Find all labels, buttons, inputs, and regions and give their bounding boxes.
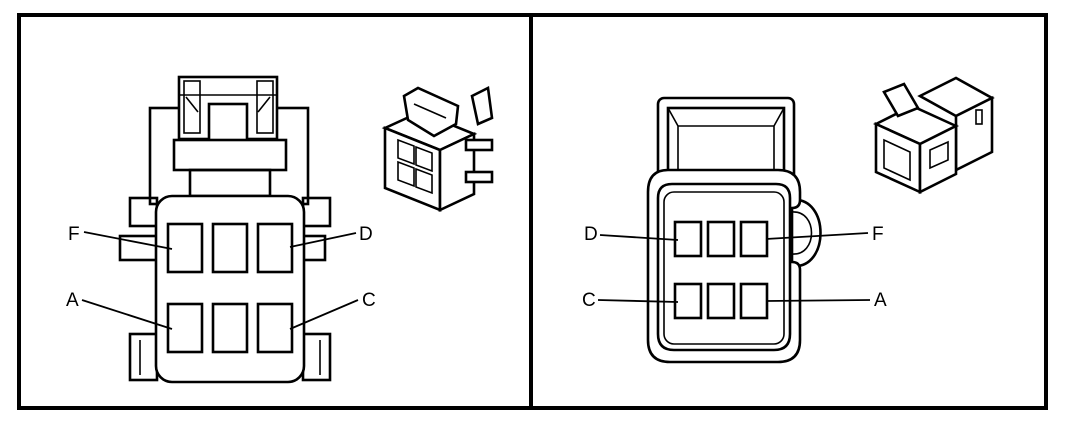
right-d-leader	[599, 234, 679, 241]
right-pin-e-cavity	[706, 220, 736, 258]
left-f-leader	[83, 231, 173, 250]
left-pin-d-cavity	[256, 222, 294, 274]
left-a-leader	[81, 299, 173, 330]
right-connector-isometric	[872, 76, 995, 195]
right-label-c: C	[582, 290, 596, 311]
right-connector-face	[646, 96, 822, 364]
right-f-leader	[765, 232, 869, 240]
right-label-d: D	[584, 224, 598, 245]
left-pin-b-cavity	[211, 302, 249, 354]
left-pin-e-cavity	[211, 222, 249, 274]
right-pin-b-cavity	[706, 282, 736, 320]
right-c-leader	[597, 299, 679, 303]
right-a-leader	[765, 299, 871, 302]
left-connector-face	[118, 75, 332, 384]
left-panel: F D A C	[66, 75, 494, 384]
left-d-leader	[289, 232, 357, 248]
left-label-f: F	[68, 224, 80, 245]
right-label-f: F	[872, 224, 884, 245]
left-c-leader	[289, 299, 359, 330]
left-connector-isometric	[381, 86, 494, 213]
left-label-c: C	[362, 290, 376, 311]
left-label-a: A	[66, 290, 79, 311]
right-label-a: A	[874, 290, 887, 311]
left-label-d: D	[359, 224, 373, 245]
right-pin-c-cavity	[673, 282, 703, 320]
right-panel: D F C A	[582, 76, 995, 364]
